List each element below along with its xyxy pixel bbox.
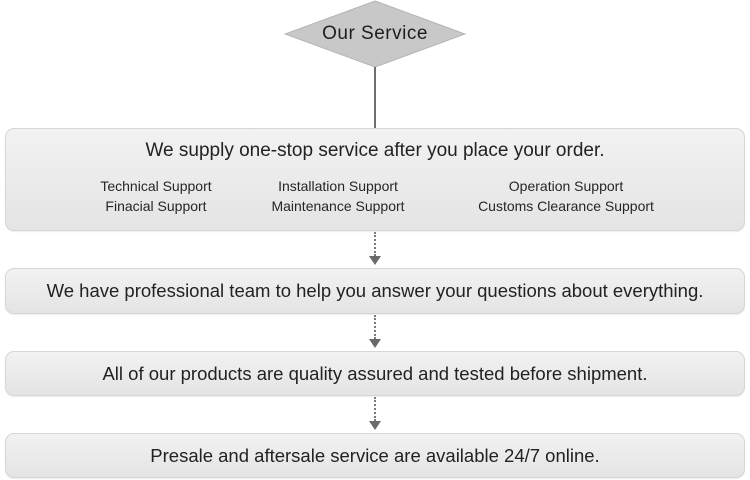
arrow-down-icon bbox=[369, 339, 381, 348]
support-item-installation: Installation Support bbox=[278, 178, 398, 194]
connector-line-solid bbox=[374, 67, 376, 129]
support-item-financial: Finacial Support bbox=[105, 198, 207, 214]
connector-dotted-2 bbox=[374, 315, 376, 339]
box-quality-assured-title: All of our products are quality assured … bbox=[102, 363, 648, 384]
box-quality-assured: All of our products are quality assured … bbox=[5, 351, 745, 396]
box-one-stop-service-title: We supply one-stop service after you pla… bbox=[145, 140, 605, 161]
connector-dotted-1 bbox=[374, 232, 376, 256]
support-item-maintenance: Maintenance Support bbox=[271, 198, 405, 214]
support-item-customs-clearance: Customs Clearance Support bbox=[478, 198, 654, 214]
box-professional-team: We have professional team to help you an… bbox=[5, 268, 745, 314]
connector-dotted-3 bbox=[374, 397, 376, 421]
box-one-stop-service: We supply one-stop service after you pla… bbox=[5, 128, 745, 231]
box-presale-aftersale-title: Presale and aftersale service are availa… bbox=[150, 445, 600, 466]
box-presale-aftersale: Presale and aftersale service are availa… bbox=[5, 433, 745, 478]
arrow-down-icon bbox=[369, 421, 381, 430]
arrow-down-icon bbox=[369, 256, 381, 265]
box-professional-team-title: We have professional team to help you an… bbox=[46, 280, 704, 301]
support-item-technical: Technical Support bbox=[100, 178, 212, 194]
diamond-label: Our Service bbox=[322, 23, 428, 44]
our-service-diamond: Our Service bbox=[284, 0, 466, 68]
support-item-operation: Operation Support bbox=[508, 178, 624, 194]
